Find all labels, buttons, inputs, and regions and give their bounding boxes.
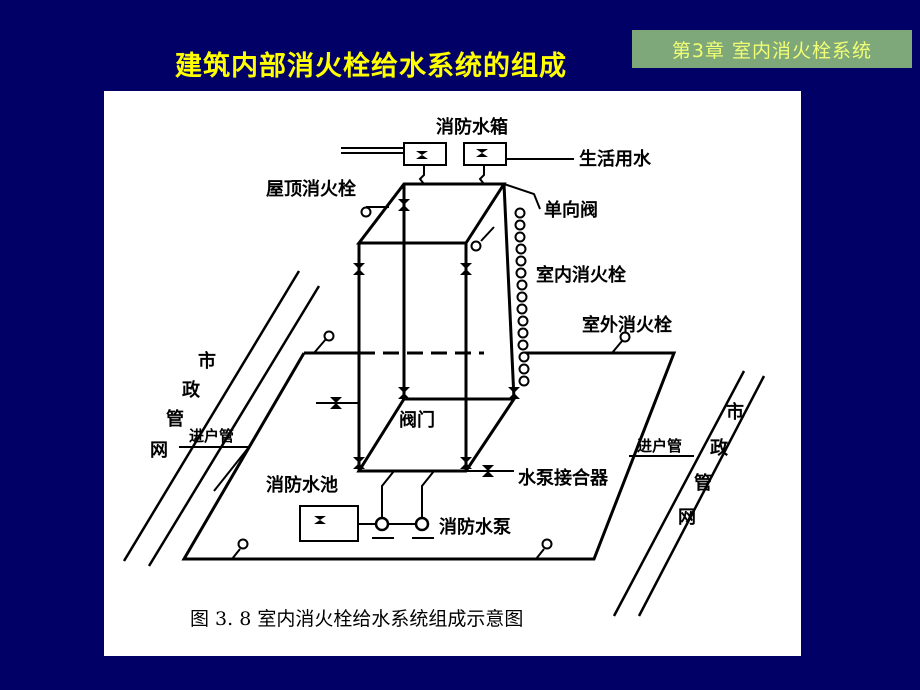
roof-hydrant-marker — [360, 206, 389, 218]
municipal-left-char: 网 — [150, 440, 168, 461]
municipal-left-char: 市 — [198, 350, 216, 372]
label-check-valve: 单向阀 — [544, 199, 598, 221]
label-municipal-right: 市 政 管 网 — [678, 401, 744, 528]
municipal-right-char: 市 — [726, 401, 744, 423]
label-fire-pump: 消防水泵 — [439, 516, 511, 538]
municipal-right-char: 管 — [694, 472, 712, 494]
indoor-hydrant-branch — [470, 226, 495, 252]
label-pump-connector: 水泵接合器 — [518, 467, 609, 489]
water-tanks — [341, 142, 574, 185]
municipal-right-char: 网 — [678, 507, 696, 528]
entry-valve — [316, 397, 359, 409]
municipal-main-left — [122, 270, 321, 567]
pump-connector — [466, 465, 514, 477]
label-indoor-hydrant: 室内消火栓 — [536, 264, 626, 286]
outdoor-hydrant-markers — [231, 330, 631, 560]
label-outdoor-hydrant: 室外消火栓 — [582, 314, 672, 336]
label-municipal-left: 市 政 管 网 — [150, 350, 216, 461]
label-water-tank: 消防水箱 — [436, 116, 508, 138]
riser-frame — [355, 182, 517, 473]
municipal-right-char: 政 — [710, 437, 729, 459]
slide-title: 建筑内部消火栓给水系统的组成 — [175, 51, 567, 82]
system-diagram: 消防水箱 生活用水 屋顶消火栓 单向阀 室内消火栓 室外消火栓 阀门 消防水池 … — [122, 116, 766, 630]
fire-pool-and-pumps — [299, 470, 435, 542]
inlet-pipe-left — [179, 446, 252, 492]
label-roof-hydrant: 屋顶消火栓 — [266, 178, 356, 200]
label-inlet-pipe-left: 进户管 — [189, 427, 234, 445]
check-valve-leader — [503, 183, 541, 210]
label-valve: 阀门 — [399, 409, 435, 431]
municipal-main-right — [612, 370, 766, 617]
label-inlet-pipe-right: 进户管 — [637, 437, 682, 455]
figure-panel: 消防水箱 生活用水 屋顶消火栓 单向阀 室内消火栓 室外消火栓 阀门 消防水池 … — [104, 91, 801, 656]
outdoor-ring-main — [181, 351, 677, 561]
label-fire-pool: 消防水池 — [266, 474, 338, 496]
chapter-tag: 第3章 室内消火栓系统 — [632, 30, 912, 68]
municipal-left-char: 管 — [166, 408, 184, 430]
municipal-left-char: 政 — [182, 379, 201, 401]
riser-valves — [353, 199, 520, 469]
figure-caption: 图 3. 8 室内消火栓给水系统组成示意图 — [190, 608, 523, 630]
indoor-hydrant-chain — [514, 207, 530, 387]
label-domestic-water: 生活用水 — [579, 148, 652, 170]
